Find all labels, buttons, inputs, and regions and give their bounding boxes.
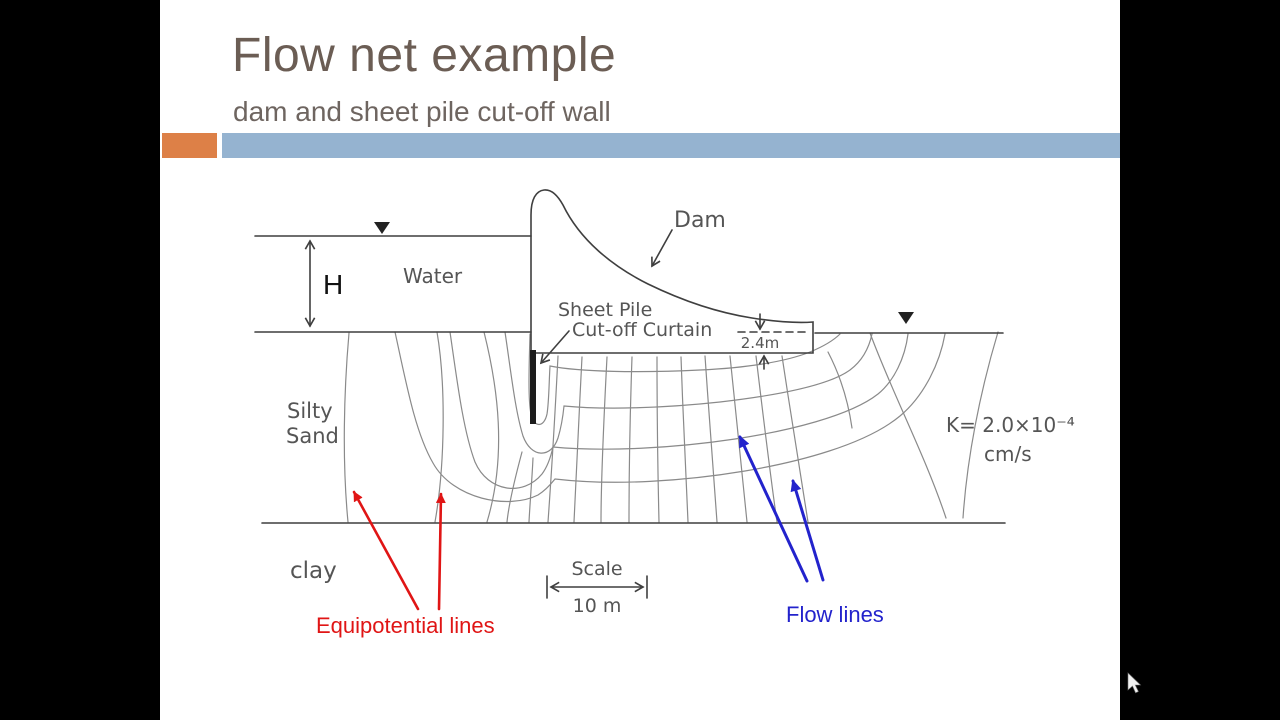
scale-label: Scale (571, 558, 622, 580)
head-label: H (323, 269, 343, 300)
soil-label-line2: Sand (286, 424, 339, 448)
water-label: Water (403, 264, 463, 288)
permeability-units: cm/s (984, 442, 1032, 466)
dam-callout: Dam (651, 208, 726, 268)
boundary-lines (254, 235, 1006, 524)
sheet-pile (530, 350, 536, 424)
downstream-water-level-icon (898, 312, 914, 324)
page-title: Flow net example (232, 29, 617, 82)
dam-outline (530, 189, 814, 354)
sheet-pile-label-line1: Sheet Pile (558, 299, 652, 321)
scale-bar: Scale 10 m (546, 558, 648, 617)
flow-net-diagram: 2.4m H Water Dam Sheet Pile Cut-off Curt… (254, 189, 1075, 638)
accent-bar-orange (162, 133, 217, 158)
scale-value: 10 m (573, 595, 622, 617)
toe-depth-dimension: 2.4m (737, 313, 811, 370)
flow-net-lines (343, 331, 999, 523)
head-dimension: H (304, 239, 343, 328)
sheet-pile-callout: Sheet Pile Cut-off Curtain (539, 299, 712, 365)
page-subtitle: dam and sheet pile cut-off wall (233, 96, 611, 127)
flow-lines-label: Flow lines (786, 602, 884, 627)
dam-label: Dam (674, 208, 726, 233)
soil-label-line1: Silty (287, 399, 333, 423)
letterbox-right (1120, 0, 1280, 720)
accent-bar-blue (222, 133, 1120, 158)
clay-label: clay (290, 558, 337, 584)
toe-depth-label: 2.4m (741, 334, 779, 352)
equipotential-label: Equipotential lines (316, 613, 495, 638)
upstream-water-level-icon (374, 222, 390, 234)
equipotential-annotation: Equipotential lines (316, 490, 495, 638)
slide: Flow net example dam and sheet pile cut-… (160, 0, 1120, 720)
permeability-value: K= 2.0×10⁻⁴ (946, 413, 1075, 437)
flow-lines-annotation: Flow lines (738, 435, 884, 627)
sheet-pile-label-line2: Cut-off Curtain (572, 319, 712, 341)
letterbox-left (0, 0, 160, 720)
mouse-cursor (1127, 672, 1142, 694)
